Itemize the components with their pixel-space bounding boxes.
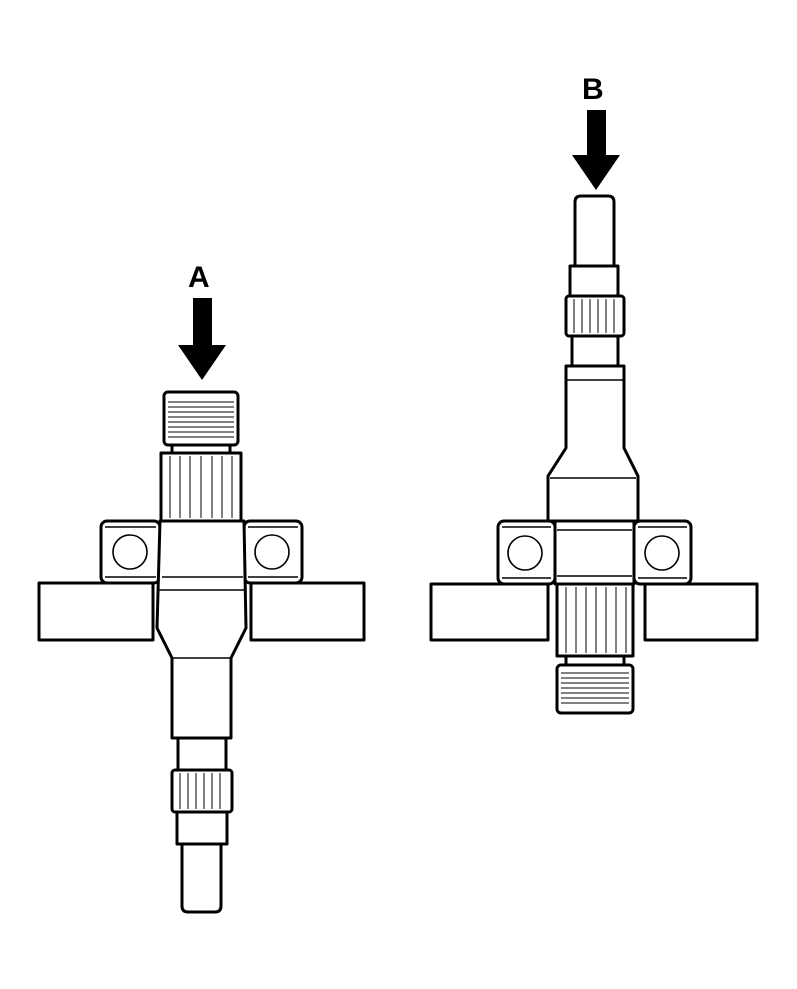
press-arrow-a <box>178 298 226 380</box>
bearing-ball-icon <box>112 534 148 570</box>
bearing-ball-icon <box>507 535 543 571</box>
support-block-left-b <box>429 582 550 642</box>
shaft-a <box>155 390 248 914</box>
bearing-left-b <box>496 519 557 586</box>
bearing-left-a <box>99 519 162 585</box>
bearing-right-a <box>242 519 304 585</box>
bearing-ball-icon <box>254 534 290 570</box>
bearing-right-b <box>632 519 693 586</box>
press-assembly-b: B <box>429 73 759 715</box>
label-b: B <box>582 73 604 106</box>
support-block-left-a <box>37 581 155 642</box>
shaft-b <box>546 194 640 715</box>
bearing-ball-icon <box>644 535 680 571</box>
support-block-right-b <box>643 582 759 642</box>
label-a: A <box>188 261 210 294</box>
support-block-right-a <box>249 581 366 642</box>
press-assembly-a: A <box>37 261 366 914</box>
press-arrow-b <box>572 110 620 190</box>
